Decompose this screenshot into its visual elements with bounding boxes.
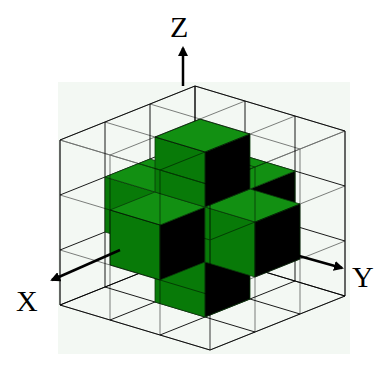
x-axis-arrow [52, 250, 120, 280]
y-axis-arrow [285, 252, 342, 268]
wire-grid [60, 86, 345, 350]
grid-line [345, 131, 346, 296]
background-panel [58, 82, 350, 354]
cube-face [155, 119, 250, 152]
grid-line [210, 185, 211, 350]
grid-line [60, 140, 61, 305]
grid-line [60, 140, 61, 305]
wire-grid [60, 86, 345, 350]
grid-line [210, 185, 211, 350]
grid-line [255, 167, 256, 332]
green-cubes [105, 119, 300, 317]
axis-label: Y [352, 262, 374, 292]
axis-label: X [16, 286, 38, 316]
z-axis-arrow [182, 48, 185, 86]
grid-line [160, 116, 295, 170]
grid-line [210, 131, 345, 185]
grid-line [110, 101, 245, 155]
grid-line [210, 186, 345, 240]
grid-line [110, 155, 111, 320]
grid-line [60, 250, 210, 295]
grid-line [60, 140, 210, 185]
grid-line [210, 296, 345, 350]
grid-line [160, 170, 161, 335]
grid-line [60, 195, 210, 240]
grid-line [210, 131, 345, 185]
grid-line [300, 149, 301, 314]
grid-line [60, 86, 195, 140]
axis-label: Z [170, 12, 188, 42]
grid-line [345, 131, 346, 296]
grid-line [210, 241, 345, 295]
grid-line [60, 305, 210, 350]
grid-line [60, 140, 210, 185]
